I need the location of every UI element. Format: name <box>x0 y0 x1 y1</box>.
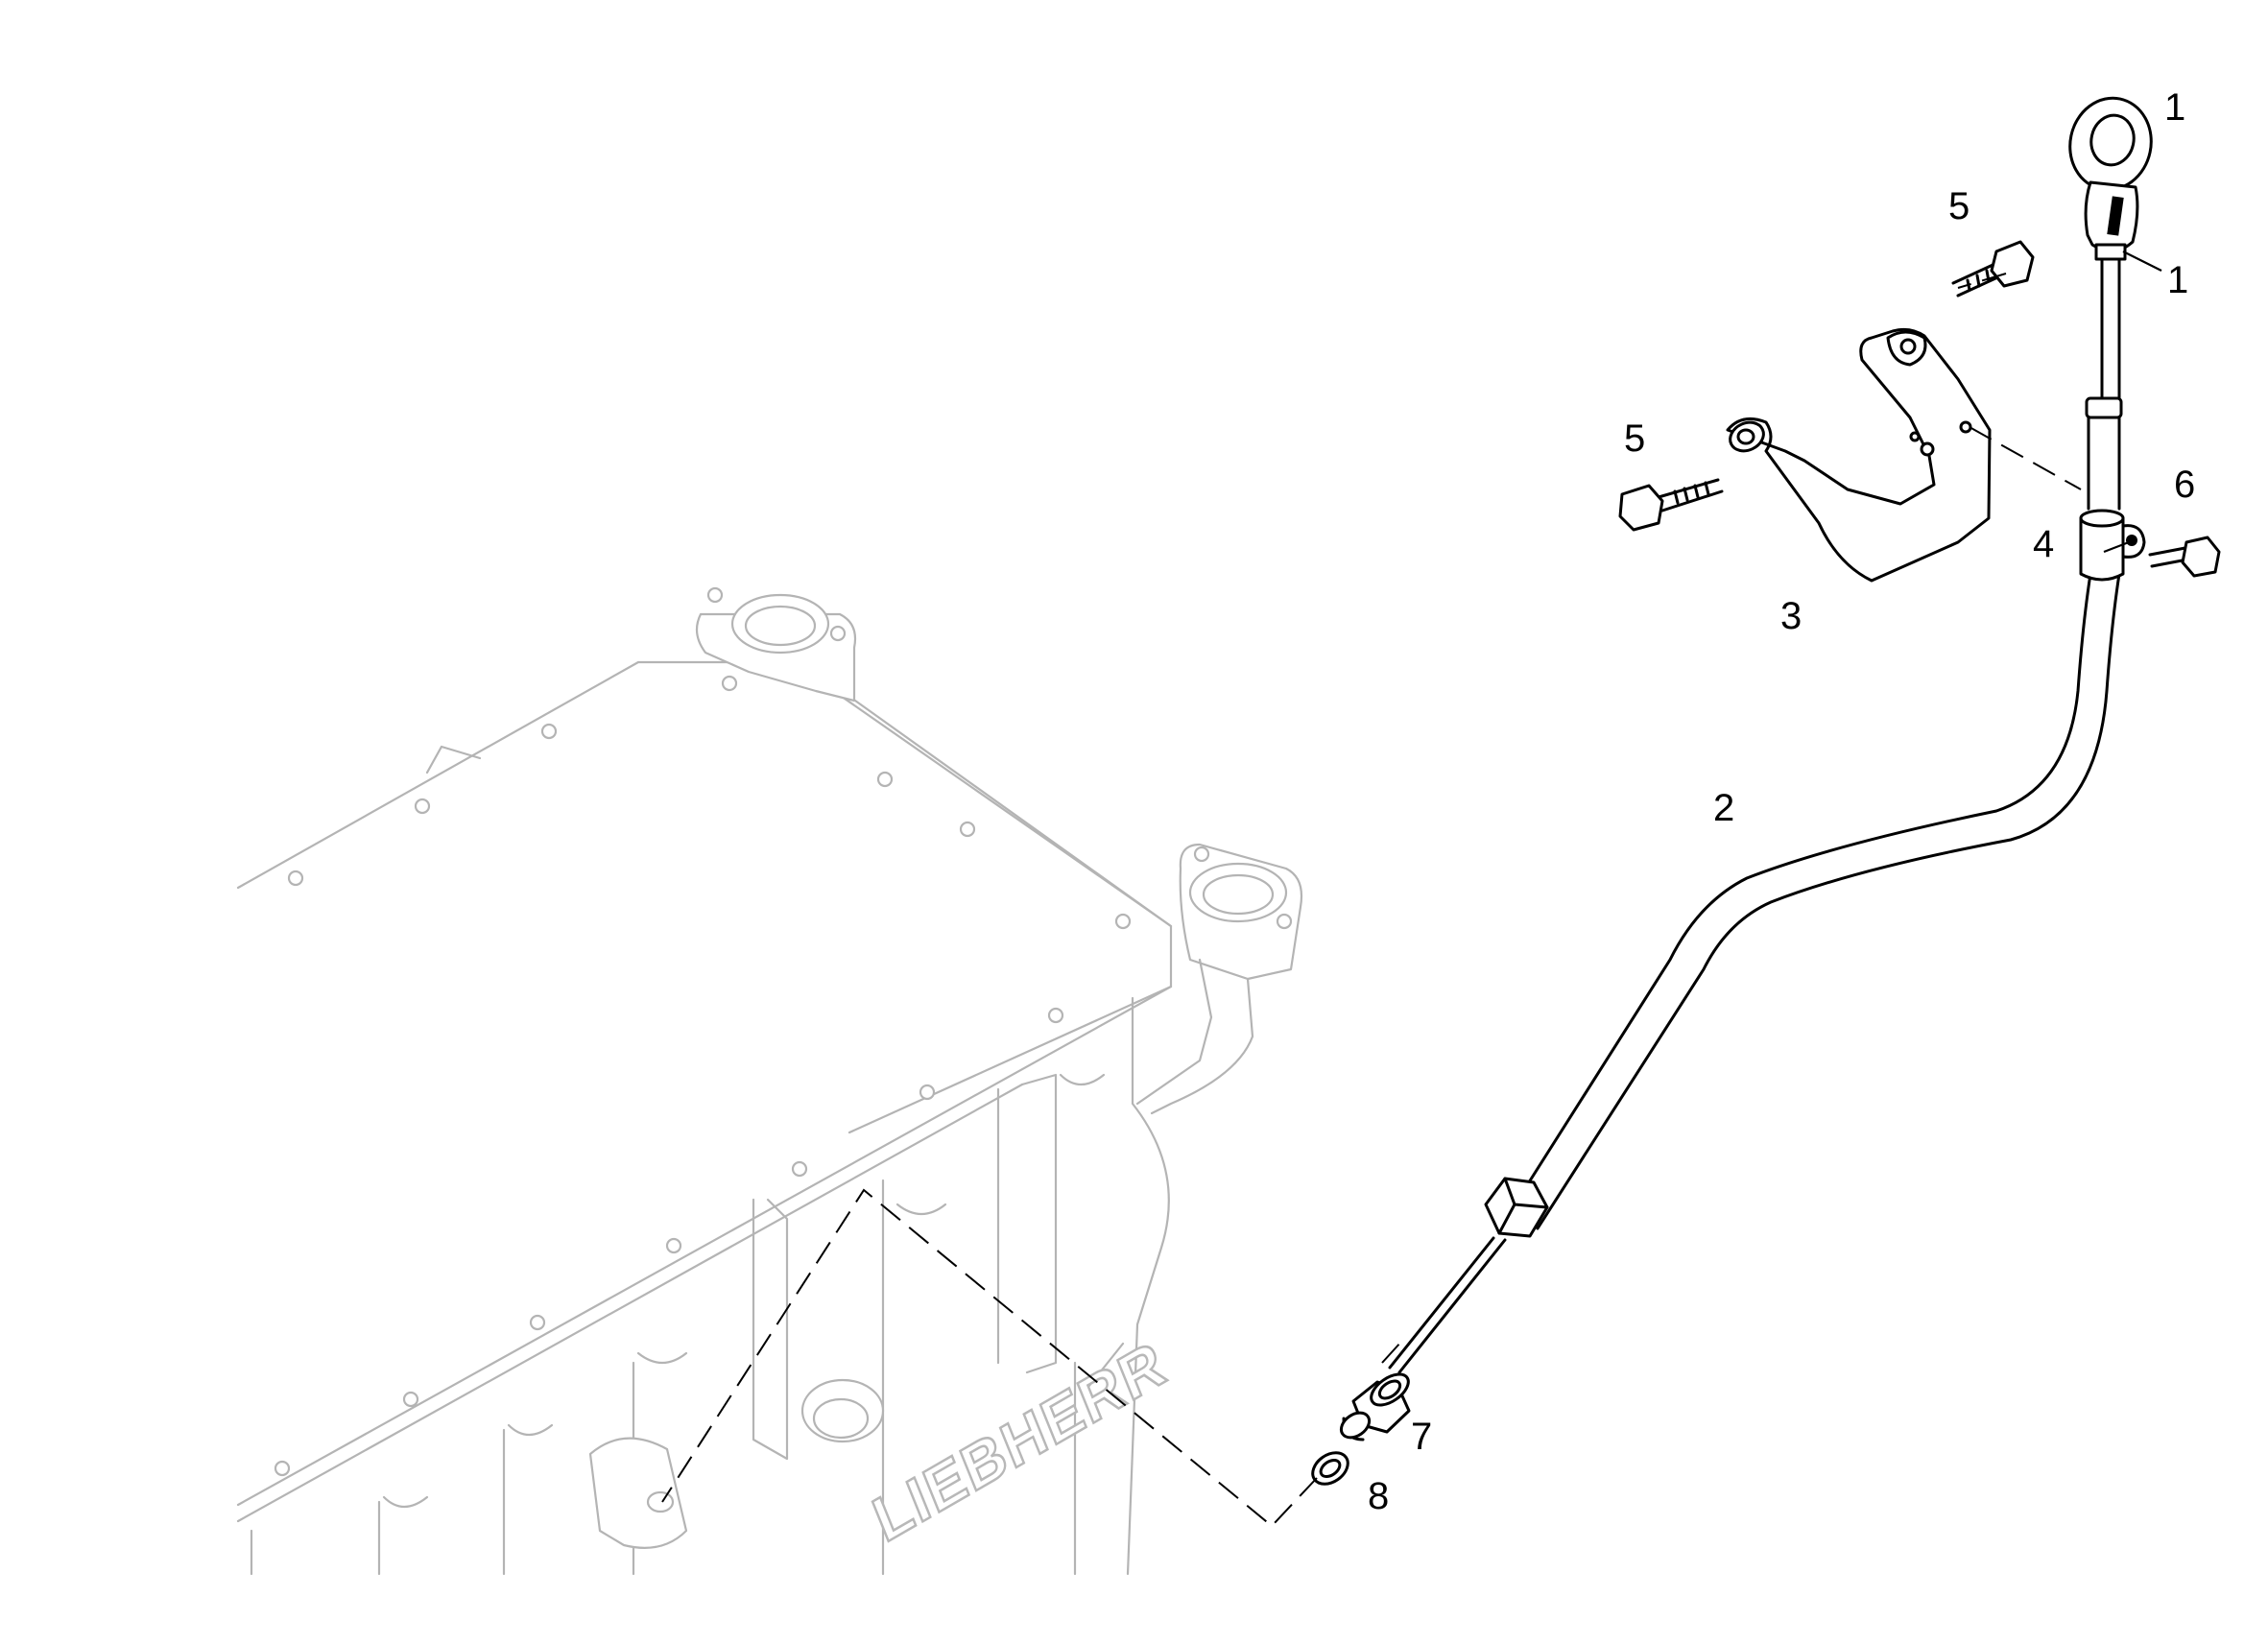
bolt-left <box>1618 478 1724 532</box>
callout-8-seal: 8 <box>1368 1475 1389 1517</box>
guide-tube <box>1388 396 2146 1374</box>
callout-5-left-bolt: 5 <box>1624 417 1645 460</box>
callout-1-handle: 1 <box>2164 86 2185 129</box>
bolt-right <box>2148 536 2221 578</box>
callout-5-upper-bolt: 5 <box>1948 185 1970 227</box>
callout-1-rod: 1 <box>2167 259 2188 301</box>
callout-7-adapter: 7 <box>1411 1416 1432 1458</box>
callout-3-bracket: 3 <box>1780 595 1802 637</box>
callout-6-bolt: 6 <box>2174 464 2195 506</box>
flange-bolt-holes <box>274 675 1132 1477</box>
mounting-bracket <box>1726 327 1992 583</box>
oil-pan: LIEBHERR <box>236 586 1303 1576</box>
callout-2-tube: 2 <box>1713 787 1734 829</box>
dipstick <box>2068 96 2153 410</box>
callouts: 1 1 2 3 4 5 5 6 7 8 <box>1368 86 2195 1517</box>
leader-lines <box>2103 250 2162 554</box>
brand-label: LIEBHERR <box>864 1326 1175 1556</box>
bolt-upper <box>1951 240 2035 298</box>
adapter-fitting <box>1339 1372 1411 1441</box>
assembly-lines <box>661 273 2082 1528</box>
callout-4-collar: 4 <box>2033 523 2054 565</box>
tube-collar <box>2079 509 2146 582</box>
seal-ring <box>1311 1451 1349 1486</box>
